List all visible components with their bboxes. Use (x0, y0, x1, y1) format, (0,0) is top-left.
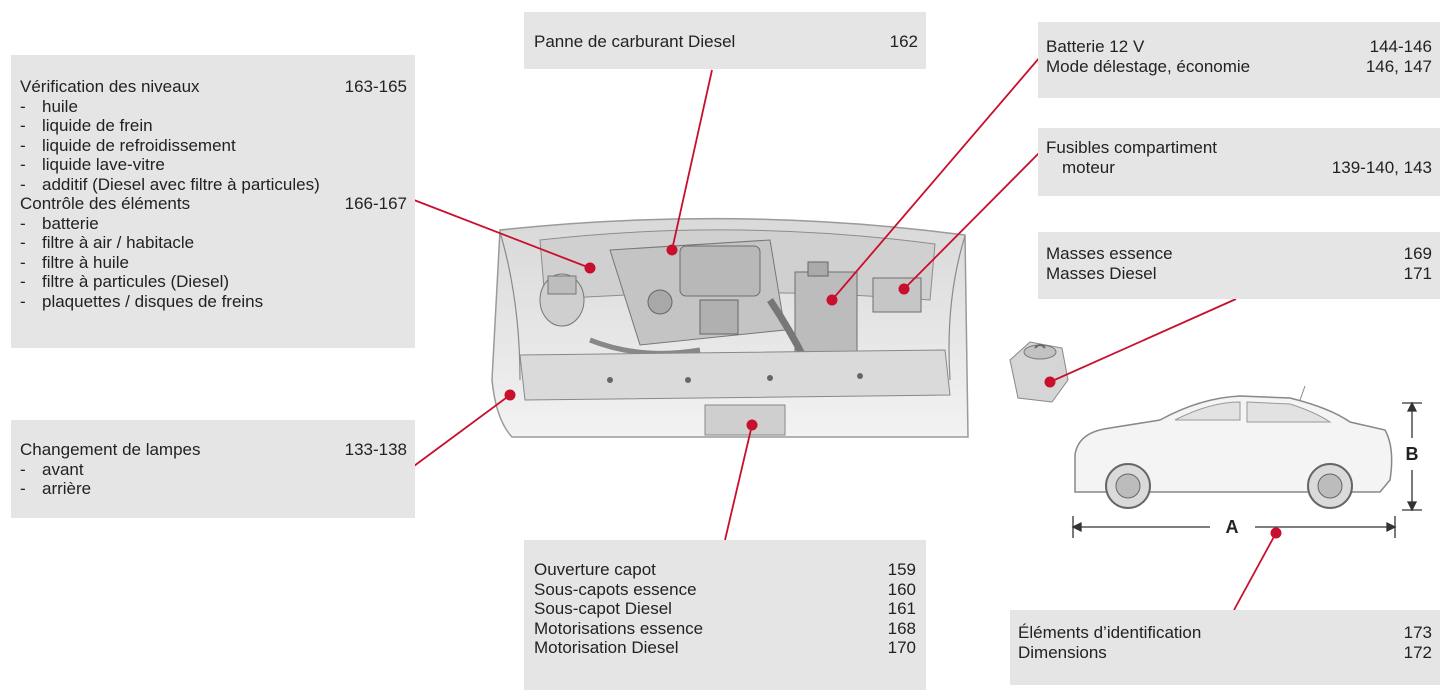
box-lampes: Changement de lampes 133-138 -avant -arr… (11, 420, 415, 518)
niveaux-title-row: Vérification des niveaux 163-165 (20, 77, 407, 97)
niveaux-item: -liquide de frein (20, 116, 153, 135)
leader-identification (1233, 532, 1277, 611)
leader-capot (724, 424, 753, 541)
dot-panne (666, 244, 678, 256)
bonnet-handle-illustration (1009, 341, 1069, 403)
box-niveaux: Vérification des niveaux 163-165 -huile … (11, 55, 415, 348)
lampes-item: -avant (20, 459, 84, 479)
leader-niveaux (413, 199, 591, 269)
leader-dots (504, 244, 1282, 539)
leader-fusibles (903, 151, 1041, 290)
controle-item: -plaquettes / disques de freins (20, 291, 264, 311)
leader-lines (413, 56, 1277, 611)
niveaux-item: -liquide de refroidissement (20, 135, 236, 155)
car-side-illustration (1074, 385, 1393, 509)
leader-panne (671, 69, 713, 251)
leader-masses (1049, 298, 1237, 383)
panne-pages: 162 (889, 32, 918, 51)
niveaux-item: -huile (20, 96, 78, 116)
panne-title: Panne de carburant Diesel (534, 32, 736, 51)
panne-row: Panne de carburant Diesel 162 (534, 32, 918, 52)
controle-pages: 166-167 (344, 194, 407, 213)
engine-bay-illustration (491, 217, 969, 438)
niveaux-title: Vérification des niveaux (20, 77, 200, 96)
dimension-length-label: A (1226, 517, 1239, 537)
controle-item: -batterie (20, 213, 99, 233)
controle-item: -filtre à huile (20, 252, 129, 272)
lampes-item: -arrière (20, 479, 92, 498)
dot-identification (1270, 527, 1282, 539)
leader-batterie (831, 56, 1041, 301)
box-panne: Panne de carburant Diesel 162 (524, 12, 926, 69)
dot-lampes (504, 389, 516, 401)
dot-masses (1044, 376, 1056, 388)
lampes-title: Changement de lampes (20, 440, 201, 459)
dimension-height-label: B (1406, 444, 1419, 464)
lampes-pages: 133-138 (344, 440, 407, 459)
dot-niveaux (584, 262, 596, 274)
dimension-lines (1071, 401, 1422, 538)
dot-batterie (826, 294, 838, 306)
leader-lampes (413, 394, 511, 467)
controle-title-row: Contrôle des éléments 166-167 (20, 194, 407, 214)
controle-item: -filtre à particules (Diesel) (20, 272, 230, 291)
lampes-title-row: Changement de lampes 133-138 (20, 440, 407, 460)
niveaux-item: -liquide lave-vitre (20, 155, 165, 174)
controle-item: -filtre à air / habitacle (20, 233, 195, 252)
niveaux-pages: 163-165 (344, 77, 407, 96)
niveaux-item: -additif (Diesel avec filtre à particule… (20, 174, 320, 194)
dot-capot (746, 419, 758, 431)
fusibles-title-row: Fusibles compartiment (1046, 138, 1218, 157)
dot-fusibles (898, 283, 910, 295)
controle-title: Contrôle des éléments (20, 194, 191, 213)
